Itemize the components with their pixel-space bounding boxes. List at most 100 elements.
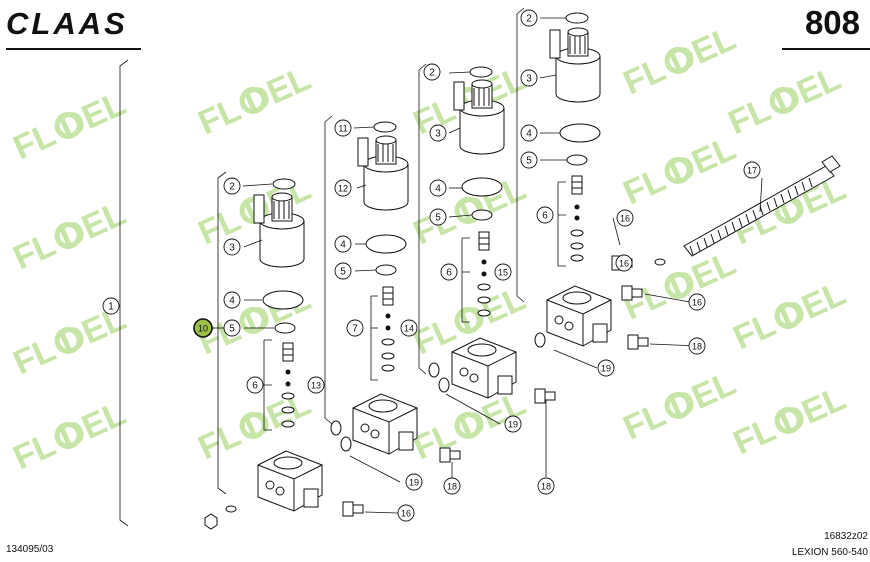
o-ring xyxy=(272,178,296,190)
leader-line xyxy=(242,183,273,187)
bolt-thread xyxy=(808,177,813,188)
leader-line xyxy=(370,295,378,381)
callout-label: 4 xyxy=(435,184,441,195)
coil-stem-cap xyxy=(471,79,493,89)
callout-label: 16 xyxy=(692,298,702,308)
callout-label: 18 xyxy=(541,482,551,492)
leader-line xyxy=(217,171,227,495)
watermark-tile: FL DEL xyxy=(8,394,132,477)
callout-10: 10 xyxy=(193,318,213,338)
callout-label: 19 xyxy=(601,364,611,374)
o-ring xyxy=(375,264,397,276)
leader-line xyxy=(418,63,427,375)
o-ring xyxy=(274,322,296,334)
o-ring xyxy=(477,283,491,291)
watermark-gear-icon xyxy=(664,271,692,299)
watermark-gear-icon xyxy=(54,326,82,354)
callout-circle xyxy=(400,319,418,337)
callout-circle xyxy=(102,297,120,315)
o-ring xyxy=(471,209,493,221)
watermark-text: FL DEL xyxy=(618,129,742,212)
callout-circle xyxy=(223,319,241,337)
valve-hole xyxy=(564,321,574,331)
watermark-gear-icon xyxy=(774,301,802,329)
leader-line xyxy=(445,393,501,425)
callout-label: 19 xyxy=(409,478,419,488)
watermark-gear-icon xyxy=(54,421,82,449)
watermark-text: FL DEL xyxy=(728,379,852,462)
callout-5: 5 xyxy=(520,151,538,169)
valve-flange xyxy=(592,323,608,343)
bolt-shank xyxy=(683,165,835,257)
callout-label: 3 xyxy=(229,243,235,254)
valve-block-edge xyxy=(451,351,517,398)
watermark-text: FL DEL xyxy=(193,59,317,142)
cartridge xyxy=(478,231,490,251)
callout-circle xyxy=(440,263,458,281)
bolt-thread xyxy=(731,221,736,232)
bolt-thread xyxy=(724,225,729,236)
bolt-thread xyxy=(787,189,792,200)
callout-circle xyxy=(688,293,706,311)
watermark-tile: FL DEL xyxy=(723,59,847,142)
page-number-underline xyxy=(782,48,870,50)
o-ring xyxy=(330,420,342,436)
leader-line xyxy=(119,59,129,527)
bolt-thread xyxy=(696,241,701,252)
callout-label: 13 xyxy=(311,381,321,391)
o-ring xyxy=(566,154,588,166)
callout-18: 18 xyxy=(443,477,461,495)
watermark-gear-icon xyxy=(239,411,267,439)
o-ring xyxy=(428,362,440,378)
o-ring xyxy=(262,290,304,310)
parts-layer xyxy=(204,12,841,530)
bolt-thread xyxy=(717,229,722,240)
bolt-thread xyxy=(689,245,694,256)
callout-5: 5 xyxy=(334,262,352,280)
o-ring xyxy=(225,505,237,513)
callout-circle xyxy=(307,376,325,394)
leader-line xyxy=(353,126,375,129)
callout-layer: 1234561023456111245723456131415161616161… xyxy=(102,9,761,522)
callout-circle xyxy=(537,477,555,495)
callout-circle xyxy=(334,262,352,280)
callout-5: 5 xyxy=(429,208,447,226)
callout-label: 16 xyxy=(620,214,630,224)
watermark-text: FL DEL xyxy=(728,274,852,357)
callout-label: 3 xyxy=(435,129,441,140)
o-ring xyxy=(381,364,395,372)
watermark-tile: FL DEL xyxy=(618,364,742,447)
callout-16: 16 xyxy=(615,254,633,272)
callout-label: 5 xyxy=(526,156,532,167)
bolt-thread xyxy=(738,217,743,228)
cartridge xyxy=(382,286,394,306)
bolt-thread xyxy=(752,209,757,220)
valve-block-edge xyxy=(352,407,418,454)
bolt-thread xyxy=(766,201,771,212)
watermark-text: FL DEL xyxy=(618,364,742,447)
callout-circle xyxy=(193,318,213,338)
watermark-text: FL DEL xyxy=(723,59,847,142)
leader-line xyxy=(324,115,333,425)
callout-19: 19 xyxy=(405,473,423,491)
callout-13: 13 xyxy=(307,376,325,394)
leader-line xyxy=(759,177,763,213)
callout-16: 16 xyxy=(397,504,415,522)
callout-circle xyxy=(536,206,554,224)
o-ring xyxy=(381,338,395,346)
fitting-hex xyxy=(621,285,633,301)
fitting-hex xyxy=(534,388,546,404)
callout-label: 5 xyxy=(229,324,235,335)
o-ring xyxy=(570,242,584,250)
fitting-thread xyxy=(352,504,364,514)
callout-label: 4 xyxy=(340,240,346,251)
leader-line xyxy=(356,184,367,189)
watermark-tile: FL DEL xyxy=(193,384,317,467)
leader-lines xyxy=(112,7,763,527)
watermark-gear-icon xyxy=(454,411,482,439)
bolt-head xyxy=(821,155,841,173)
coil-stem-cap xyxy=(567,27,589,37)
watermark-gear-icon xyxy=(769,86,797,114)
o-ring xyxy=(565,12,589,24)
